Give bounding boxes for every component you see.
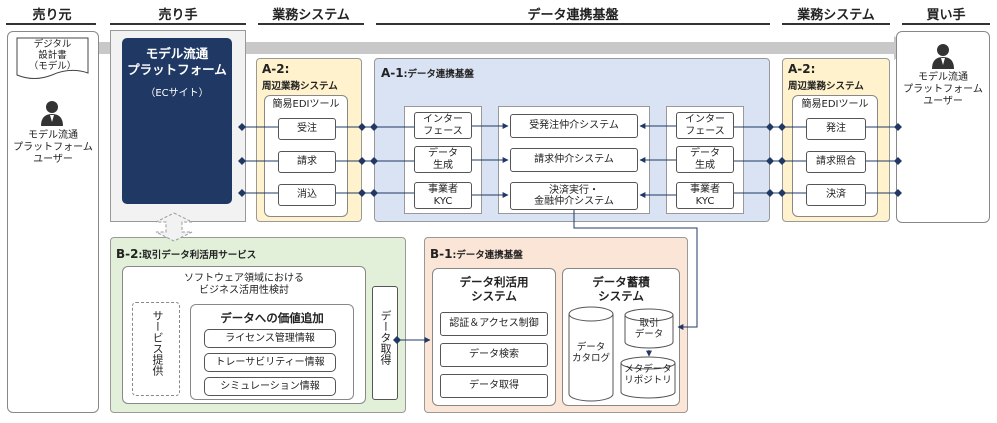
header-biz-left-line bbox=[258, 23, 364, 25]
a2-right-item-bill-check[interactable]: 請求照合 bbox=[806, 151, 866, 173]
a2-right-edi-label: 簡易EDIツール bbox=[801, 99, 869, 110]
a2-left-item-order-receipt[interactable]: 受注 bbox=[278, 118, 336, 140]
data-catalog-label: データ カタログ bbox=[571, 342, 610, 365]
b2-code: B-2 bbox=[116, 247, 139, 261]
a1-title: A-1:データ連携基盤 bbox=[381, 62, 474, 81]
header-buyer-line bbox=[902, 23, 990, 25]
header-platform: データ連携基盤 bbox=[527, 8, 619, 23]
buyer-user-icon bbox=[931, 43, 955, 69]
a1-code: A-1 bbox=[381, 66, 404, 80]
a1-right-kyc[interactable]: 事業者 KYC bbox=[676, 182, 734, 209]
a1-right-interface[interactable]: インター フェース bbox=[676, 112, 734, 139]
source-user-label: モデル流通 プラットフォーム ユーザー bbox=[13, 130, 93, 165]
a1-right-data-gen[interactable]: データ 生成 bbox=[676, 146, 734, 173]
b2-study-label: ソフトウェア領域における ビジネス活用性検討 bbox=[184, 273, 304, 296]
header-seller-source: 売り元 bbox=[32, 8, 72, 23]
ec-site-subtitle: （ECサイト） bbox=[145, 88, 209, 99]
header-seller-source-line bbox=[6, 23, 96, 25]
ec-site-box[interactable]: モデル流通 プラットフォーム （ECサイト） bbox=[122, 38, 232, 204]
header-biz-right: 業務システム bbox=[797, 8, 875, 23]
a2-left-name: 周辺業務システム bbox=[262, 81, 338, 92]
a1-payment-mediation[interactable]: 決済実行・ 金融仲介システム bbox=[510, 182, 638, 210]
user-icon bbox=[40, 100, 64, 126]
a1-name: :データ連携基盤 bbox=[403, 69, 474, 80]
b1-data-search[interactable]: データ検索 bbox=[440, 343, 548, 367]
meta-repo-label: メタデータ リポジトリ bbox=[624, 364, 672, 387]
buyer-user-label: モデル流通 プラットフォーム ユーザー bbox=[903, 72, 983, 107]
design-document: デジタル 設計書 （モデル） bbox=[16, 37, 89, 82]
a1-billing-mediation[interactable]: 請求仲介システム bbox=[510, 148, 638, 172]
a2-right-name: 周辺業務システム bbox=[788, 81, 864, 92]
a1-left-interface[interactable]: インター フェース bbox=[414, 112, 472, 139]
trade-data-cylinder bbox=[624, 308, 674, 349]
meta-repo-cylinder bbox=[620, 356, 676, 399]
a1-order-mediation[interactable]: 受発注仲介システム bbox=[510, 114, 638, 138]
header-platform-line bbox=[376, 23, 770, 25]
data-catalog-cylinder bbox=[568, 306, 614, 402]
flow-arrow bbox=[92, 36, 914, 60]
b2-data-acquire-label: データ取得 bbox=[379, 310, 392, 365]
b1-title: B-1:データ連携基盤 bbox=[430, 243, 523, 262]
a2-left-code: A-2: bbox=[262, 62, 290, 76]
b2-value-simulation[interactable]: シミュレーション情報 bbox=[204, 377, 336, 396]
a2-left-item-reconcile[interactable]: 消込 bbox=[278, 184, 336, 206]
header-seller: 売り手 bbox=[158, 8, 198, 23]
a1-left-data-gen[interactable]: データ 生成 bbox=[414, 146, 472, 173]
a2-right-code: A-2: bbox=[788, 62, 816, 76]
header-seller-line bbox=[110, 23, 246, 25]
b2-service-label: サービス提供 bbox=[151, 310, 164, 376]
a2-right-item-order[interactable]: 発注 bbox=[806, 118, 866, 140]
b1-code: B-1 bbox=[430, 247, 453, 261]
a1-left-kyc[interactable]: 事業者 KYC bbox=[414, 182, 472, 209]
b1-use-system-title: データ利活用 システム bbox=[459, 275, 529, 303]
b1-store-system-title: データ蓄積 システム bbox=[592, 275, 650, 303]
b2-value-title: データへの価値追加 bbox=[220, 311, 324, 325]
a2-right-item-settlement[interactable]: 決済 bbox=[806, 184, 866, 206]
b2-name: :取引データ利活用サービス bbox=[138, 250, 257, 261]
design-document-label: デジタル 設計書 （モデル） bbox=[28, 39, 77, 72]
b1-name: :データ連携基盤 bbox=[452, 250, 523, 261]
a2-left-item-billing[interactable]: 請求 bbox=[278, 151, 336, 173]
ec-site-title: モデル流通 プラットフォーム bbox=[127, 46, 227, 77]
b2-value-license[interactable]: ライセンス管理情報 bbox=[204, 329, 336, 348]
header-buyer: 買い手 bbox=[926, 8, 966, 23]
b2-service-box bbox=[132, 302, 180, 396]
a2-left-edi-label: 簡易EDIツール bbox=[272, 99, 340, 110]
b2-value-traceability[interactable]: トレーサビリティー情報 bbox=[204, 353, 336, 372]
trade-data-label: 取引 データ bbox=[634, 318, 664, 341]
seller-source-panel bbox=[7, 31, 99, 413]
b1-auth-access[interactable]: 認証＆アクセス制御 bbox=[440, 312, 548, 336]
b1-data-acquire[interactable]: データ取得 bbox=[440, 374, 548, 398]
header-biz-left: 業務システム bbox=[272, 8, 350, 23]
header-biz-right-line bbox=[782, 23, 890, 25]
b2-title: B-2:取引データ利活用サービス bbox=[116, 243, 256, 262]
seller-b2-link-arrow bbox=[155, 212, 193, 242]
